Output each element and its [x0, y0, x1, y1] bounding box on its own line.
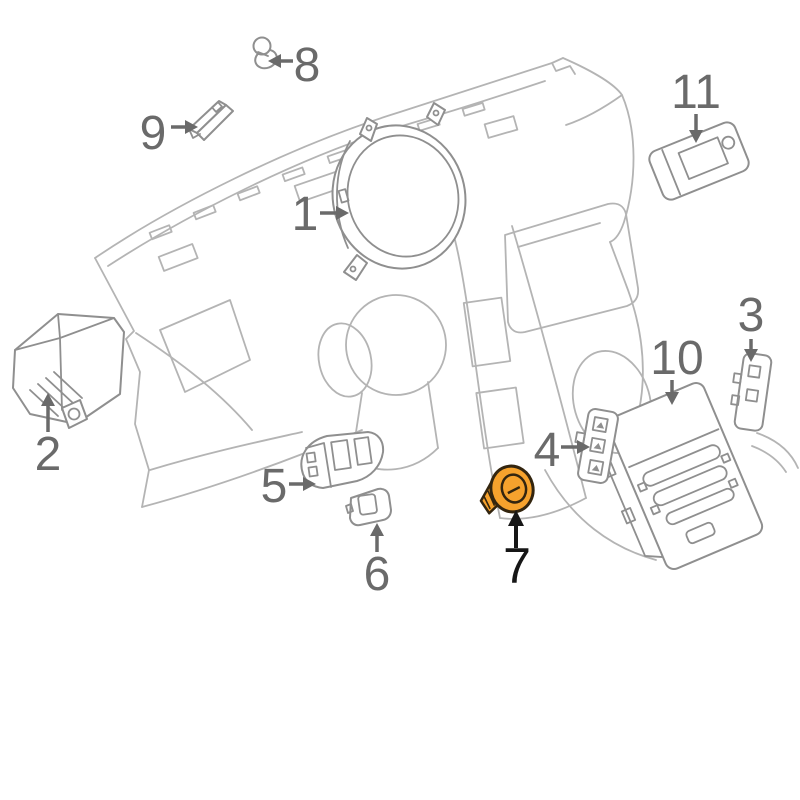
callout-9-label: 9 [140, 107, 167, 160]
callout-1-arrowhead [336, 206, 349, 220]
part-9-sensor-module [188, 100, 234, 141]
callout-7-arrowhead [508, 510, 524, 526]
part-1-instrument-cluster [331, 102, 467, 281]
callout-4-label: 4 [534, 424, 561, 477]
callout-6-arrowhead [370, 523, 384, 536]
callout-5-label: 5 [261, 460, 288, 513]
callout-7-highlighted: 7 [503, 510, 531, 594]
part-2-module [12, 313, 125, 429]
callout-2-label: 2 [35, 428, 62, 481]
callout-11-label: 11 [671, 66, 721, 119]
callout-10-label: 10 [650, 332, 703, 385]
callout-2: 2 [35, 393, 62, 481]
callout-6-label: 6 [364, 548, 391, 601]
part-7-orange-sensor-highlighted [479, 464, 535, 515]
callout-1: 1 [292, 188, 349, 241]
callout-10-arrowhead [665, 392, 679, 405]
callout-9-arrowhead [185, 120, 198, 134]
part-11-display-module [648, 121, 750, 201]
callout-3: 3 [738, 289, 765, 362]
callout-10: 10 [650, 332, 704, 405]
callout-8-label: 8 [294, 39, 321, 92]
callout-3-arrowhead [744, 349, 758, 362]
part-6-small-switch [345, 487, 392, 527]
callout-2-arrowhead [41, 393, 55, 406]
callout-4-arrowhead [577, 440, 590, 454]
callout-11: 11 [671, 66, 721, 143]
callout-1-label: 1 [292, 188, 319, 241]
callout-3-label: 3 [738, 289, 765, 342]
part-10-center-stack-faceplate [600, 382, 764, 570]
callout-6: 6 [364, 523, 391, 601]
part-5-headlamp-switch [300, 431, 385, 489]
part-8-bulb-retainer [252, 36, 278, 70]
callout-11-arrowhead [689, 130, 703, 143]
callout-4: 4 [534, 424, 590, 477]
part-3-switch-bank [730, 352, 773, 432]
callout-8-arrowhead [268, 54, 281, 68]
dashboard-line-art [94, 57, 799, 561]
callout-9: 9 [140, 107, 198, 160]
callout-5: 5 [261, 460, 316, 513]
callout-5-arrowhead [303, 477, 316, 491]
callout-8: 8 [268, 39, 320, 92]
